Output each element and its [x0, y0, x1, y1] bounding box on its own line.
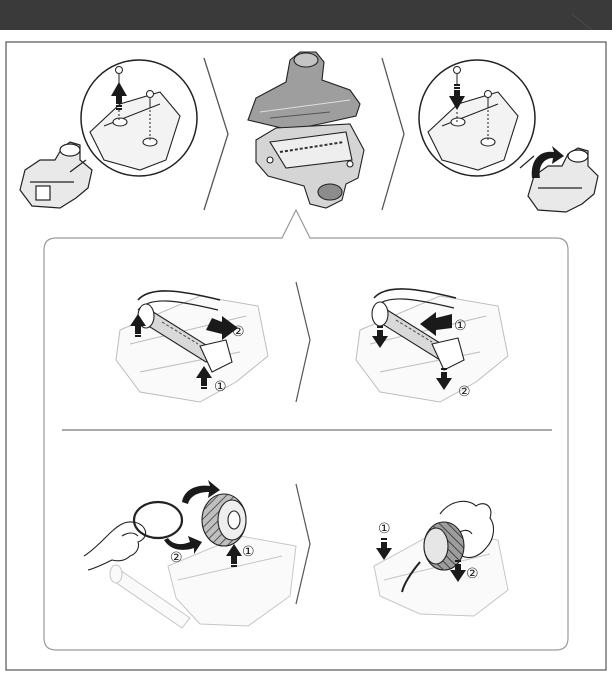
down-arrow-icon [372, 326, 388, 348]
callout-step-1: ① [378, 521, 391, 537]
belt-pulley [423, 521, 465, 571]
step-chevron [381, 57, 405, 211]
brush-head-small [19, 141, 93, 209]
step-roller-install: ① ② [355, 288, 509, 403]
callout-step-1: ① [242, 544, 255, 560]
step-chevron [295, 483, 311, 605]
up-arrow-icon [196, 366, 212, 389]
brush-head-small [527, 147, 599, 213]
step-insert-screws [418, 59, 599, 213]
step-roller-remove: ② ① [115, 290, 269, 403]
step-remove-screws [19, 59, 198, 209]
callout-step-2: ② [466, 566, 479, 582]
down-arrow-icon [436, 368, 452, 390]
screw-icon [115, 66, 154, 140]
rotate-arrow-icon [164, 536, 202, 554]
brush-roller [137, 303, 233, 373]
drive-belt [132, 500, 184, 540]
down-arrow-icon [450, 560, 466, 582]
step-belt-install: ① ② [373, 500, 509, 617]
callout-step-2: ② [170, 550, 183, 566]
brush-head-open [247, 51, 365, 209]
callout-step-2: ② [458, 384, 471, 400]
screw-icon [453, 66, 492, 140]
header-bar [0, 0, 612, 30]
callout-step-2: ② [232, 324, 245, 340]
step-chevron [295, 281, 311, 403]
left-arrow-icon [420, 312, 452, 336]
right-arrow-icon [206, 316, 238, 340]
belt-pulley [201, 493, 247, 547]
up-arrow-icon [130, 314, 146, 337]
rotate-arrow-icon [182, 480, 220, 504]
rotate-arrow-icon [531, 146, 564, 178]
step-belt-remove: ② ① [83, 480, 297, 629]
down-arrow-icon [449, 84, 465, 110]
up-arrow-icon [111, 82, 127, 110]
brush-roller [371, 301, 465, 371]
hand-illustration [83, 521, 147, 571]
step-chevron [203, 57, 229, 211]
callout-step-1: ① [454, 318, 467, 334]
down-arrow-icon [376, 538, 392, 560]
up-arrow-icon [226, 544, 242, 567]
callout-step-1: ① [214, 379, 227, 395]
